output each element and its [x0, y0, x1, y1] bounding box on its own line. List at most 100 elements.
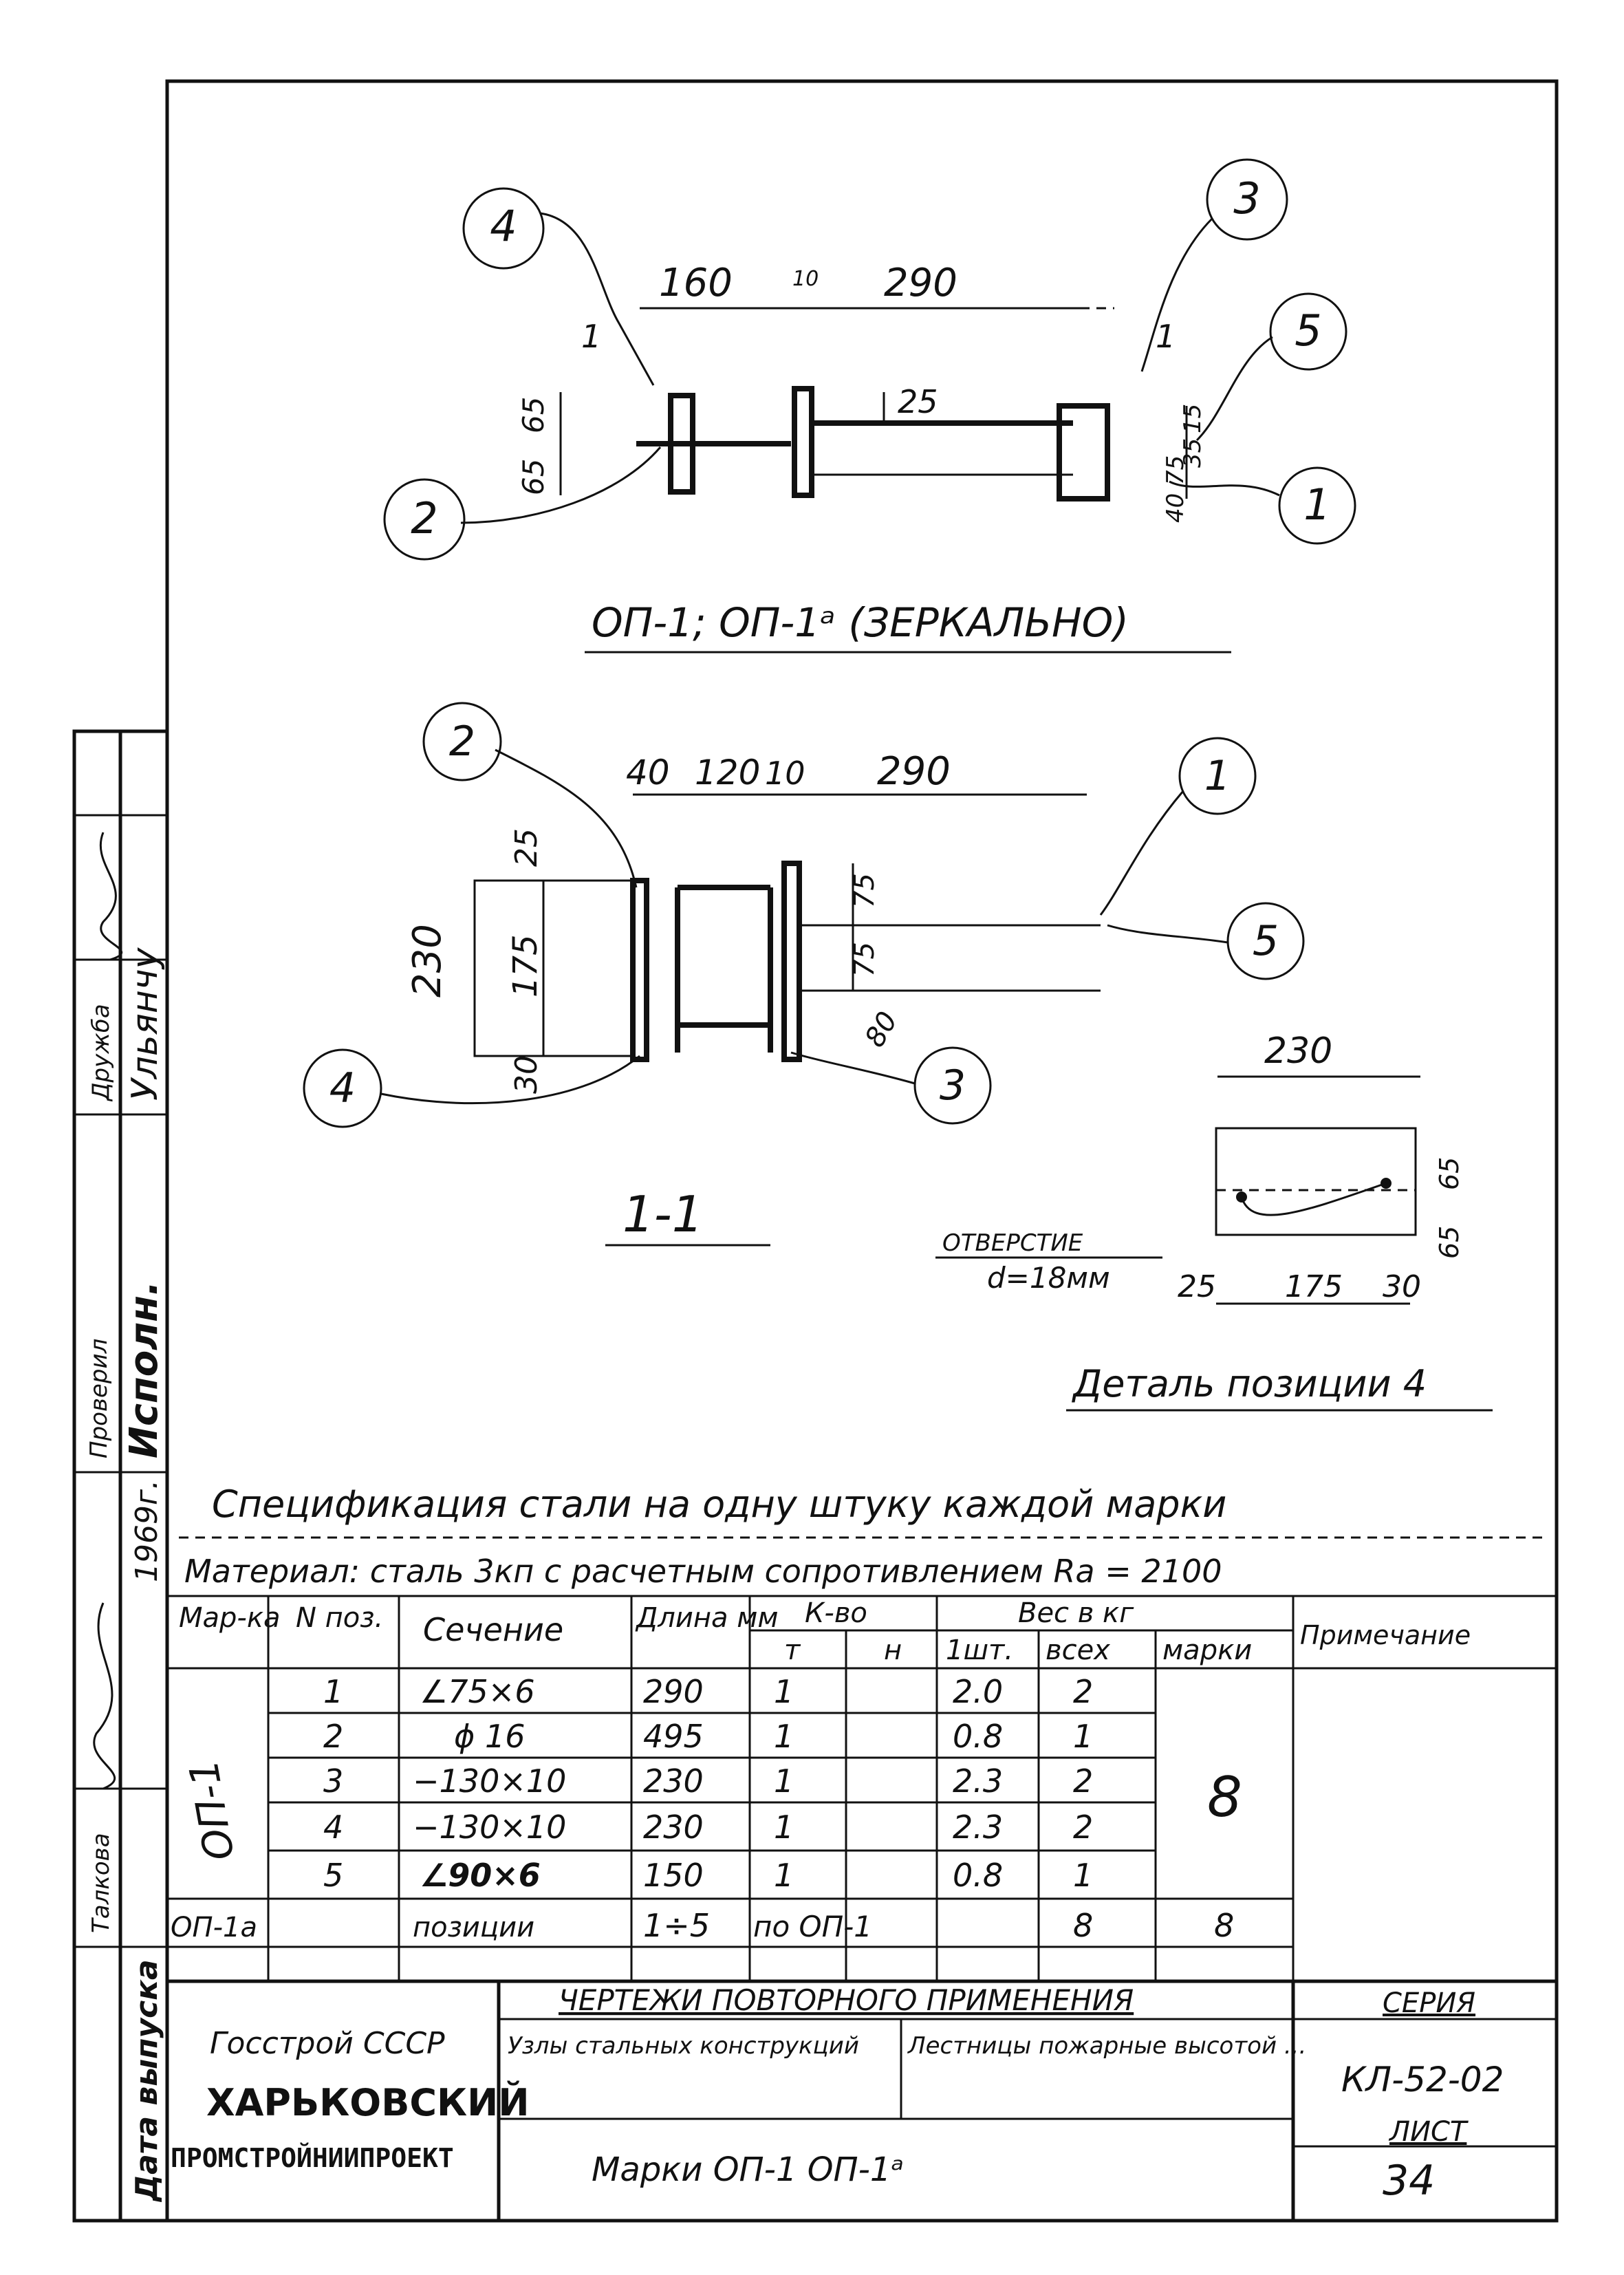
title-block: Госстрой СССР ХАРЬКОВСКИЙ ПРОМСТРОЙНИИПР… [171, 1981, 1557, 2221]
stamp-third: Талкова [87, 1833, 115, 1933]
svg-text:2: 2 [1073, 1809, 1093, 1846]
svg-text:290: 290 [643, 1673, 704, 1710]
section-caption: 1-1 [622, 1185, 704, 1243]
svg-text:1: 1 [774, 1673, 794, 1710]
callout-4: 4 [490, 201, 517, 251]
svg-text:−130×10: −130×10 [413, 1762, 566, 1800]
signature [99, 832, 123, 961]
dim-25: 25 [509, 828, 544, 867]
detail-caption: Деталь позиции 4 [1072, 1362, 1427, 1405]
tb-sheet: 34 [1383, 2157, 1435, 2205]
svg-text:−130×10: −130×10 [413, 1809, 566, 1846]
svg-text:2: 2 [1073, 1762, 1093, 1800]
svg-text:0.8: 0.8 [953, 1857, 1003, 1894]
dim-290: 290 [877, 749, 951, 794]
dim-40: 40 [626, 753, 670, 793]
dim-175: 175 [506, 934, 545, 998]
section-callout-3: 3 [940, 1061, 966, 1110]
hdr-length: Длина мм [635, 1602, 779, 1634]
section-callout-1: 1 [1204, 752, 1231, 800]
hdr-w-mark: марки [1162, 1635, 1252, 1666]
left-stamp: Проверил Исполн. Талкова Дружба Ульянчу … [74, 731, 167, 2221]
detail-dim-65b: 65 [1434, 1226, 1464, 1259]
tb-sheet-label: ЛИСТ [1388, 2116, 1469, 2148]
svg-text:2.3: 2.3 [953, 1809, 1003, 1846]
svg-text:∠90×6: ∠90×6 [420, 1857, 541, 1894]
callout-3: 3 [1233, 173, 1260, 224]
section-callout-5: 5 [1253, 917, 1279, 965]
svg-text:2: 2 [1073, 1673, 1093, 1710]
callout-5: 5 [1295, 305, 1321, 356]
svg-text:ОП-1а: ОП-1а [171, 1912, 257, 1943]
svg-text:1: 1 [323, 1673, 343, 1710]
svg-text:2.0: 2.0 [953, 1673, 1003, 1710]
top-view-caption: ОП-1; ОП-1ᵃ (ЗЕРКАЛЬНО) [592, 599, 1129, 646]
svg-text:4: 4 [323, 1809, 343, 1846]
dim-1-right: 1 [1156, 318, 1176, 355]
hdr-w-each: 1шт. [946, 1635, 1013, 1666]
tb-series: КЛ-52-02 [1341, 2060, 1504, 2100]
hdr-qty: К-во [805, 1597, 867, 1629]
section-callout-2: 2 [449, 718, 475, 766]
table-row: 5 ∠90×6 150 1 0.8 1 [323, 1857, 1093, 1894]
detail-dim-175: 175 [1285, 1269, 1343, 1304]
dim-15: 15 [1179, 404, 1206, 433]
hdr-qty-n: н [884, 1635, 902, 1666]
org-line3: ПРОМСТРОЙНИИПРОЕКТ [171, 2143, 454, 2173]
hdr-mark: Мар-ка [179, 1602, 281, 1634]
svg-text:2: 2 [323, 1718, 343, 1755]
svg-text:2.3: 2.3 [953, 1762, 1003, 1800]
dim-1-left: 1 [581, 318, 601, 355]
svg-text:1: 1 [774, 1718, 794, 1755]
svg-text:495: 495 [643, 1718, 704, 1755]
svg-text:1: 1 [774, 1762, 794, 1800]
mark-name: ОП-1 [180, 1756, 243, 1864]
svg-text:ϕ 16: ϕ 16 [454, 1718, 526, 1755]
callout-circle [462, 187, 545, 270]
stamp-check: Проверил [85, 1339, 113, 1458]
svg-text:1: 1 [774, 1857, 794, 1894]
detail-dim-30: 30 [1383, 1269, 1421, 1304]
svg-text:3: 3 [323, 1762, 343, 1800]
dim-40: 40 [1162, 493, 1189, 523]
tb-series-label: СЕРИЯ [1383, 1987, 1475, 2019]
hdr-w-all: всех [1046, 1635, 1110, 1666]
section-view: 2 1 5 4 3 40 120 10 290 25 230 175 30 [303, 702, 1305, 1247]
detail-dim-65a: 65 [1434, 1157, 1464, 1190]
svg-text:∠75×6: ∠75×6 [420, 1673, 535, 1710]
tb-subject1: Узлы стальных конструкций [508, 2032, 859, 2060]
detail-dim-25: 25 [1178, 1269, 1216, 1304]
dim-290: 290 [884, 261, 957, 305]
hdr-qty-t: т [784, 1635, 801, 1666]
top-view: 4 3 5 2 1 160 10 290 1 1 25 65 6 [383, 158, 1356, 654]
spec-title: Спецификация стали на одну штуку каждой … [212, 1482, 1226, 1526]
hdr-weight: Вес в кг [1018, 1597, 1134, 1629]
svg-text:150: 150 [643, 1857, 704, 1894]
dim-65a: 65 [517, 459, 550, 495]
org-line1: Госстрой СССР [210, 2026, 445, 2061]
svg-text:0.8: 0.8 [953, 1718, 1003, 1755]
hdr-note: Примечание [1300, 1620, 1471, 1650]
svg-text:1: 1 [1073, 1718, 1093, 1755]
callout-1: 1 [1303, 479, 1330, 530]
svg-text:по ОП-1: по ОП-1 [753, 1910, 872, 1943]
hole-label: ОТВЕРСТИЕ [942, 1229, 1083, 1257]
dim-160: 160 [659, 261, 733, 305]
table-row: 3 −130×10 230 1 2.3 2 [323, 1762, 1093, 1800]
table-row: 4 −130×10 230 1 2.3 2 [323, 1809, 1093, 1846]
callout-circle [1278, 466, 1356, 545]
hdr-section: Сечение [423, 1611, 563, 1648]
dim-65b: 65 [517, 397, 550, 433]
dim-75b: 75 [849, 942, 880, 977]
dim-30: 30 [509, 1055, 544, 1094]
svg-text:8: 8 [1073, 1907, 1093, 1944]
dim-120: 120 [695, 753, 760, 793]
signature [93, 1602, 116, 1790]
tb-subject2: Лестницы пожарные высотой ... [907, 2032, 1306, 2060]
dim-230: 230 [405, 924, 450, 998]
svg-text:позиции: позиции [413, 1912, 534, 1943]
callout-2: 2 [411, 493, 437, 543]
table-row: 1 ∠75×6 290 1 2.0 2 [323, 1673, 1093, 1710]
dim-75a: 75 [849, 873, 880, 908]
dim-25: 25 [898, 383, 938, 420]
